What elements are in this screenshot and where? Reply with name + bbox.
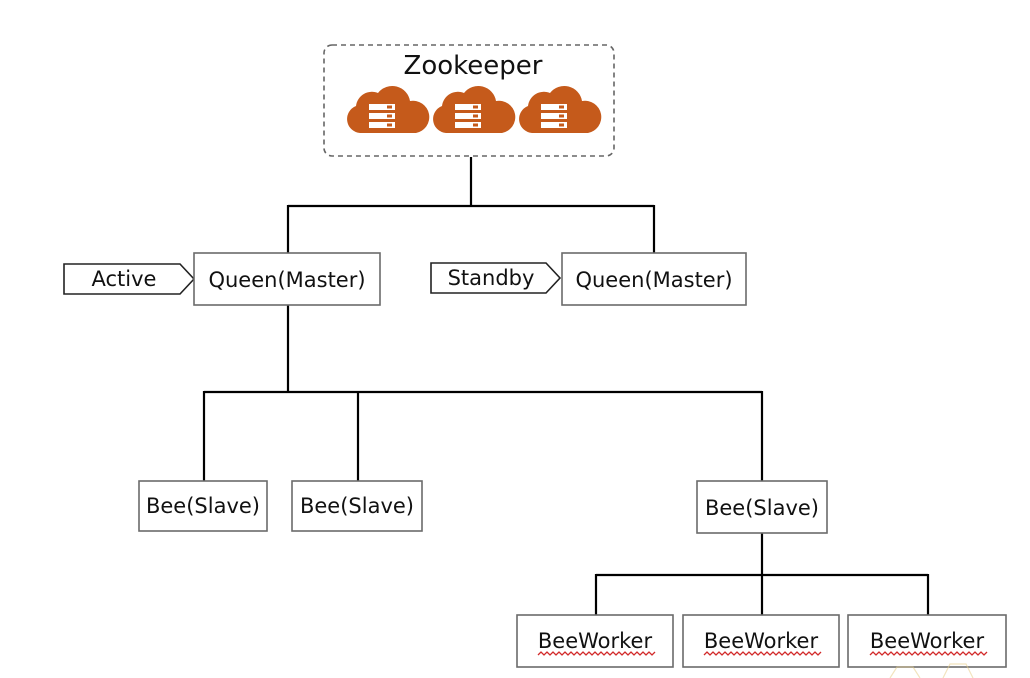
worker-box bbox=[847, 614, 1007, 668]
server-led bbox=[387, 123, 392, 127]
master-box bbox=[193, 252, 381, 306]
server-led bbox=[473, 123, 478, 127]
server-led bbox=[559, 105, 564, 109]
server-led bbox=[387, 114, 392, 118]
server-led bbox=[559, 114, 564, 118]
slave-node: Bee(Slave) bbox=[291, 480, 423, 532]
worker-box bbox=[516, 614, 674, 668]
hexagon-mark bbox=[942, 663, 974, 678]
worker-node: BeeWorker bbox=[682, 614, 840, 668]
server-rack-slot bbox=[369, 113, 395, 119]
connectors bbox=[202, 157, 930, 615]
zookeeper-cluster: Zookeeper bbox=[323, 44, 615, 157]
worker-node: BeeWorker bbox=[847, 614, 1007, 668]
server-rack-slot bbox=[369, 104, 395, 110]
zookeeper-to-masters-wire bbox=[286, 157, 656, 253]
cloud-server-icon bbox=[519, 85, 602, 133]
slave-label: Bee(Slave) bbox=[300, 494, 414, 518]
hexagon-mark bbox=[889, 666, 921, 678]
server-led bbox=[387, 105, 392, 109]
master-node-standby: Queen(Master) bbox=[561, 252, 747, 306]
slave-to-workers-wire bbox=[594, 532, 930, 615]
active-tag-label: Active bbox=[92, 267, 157, 291]
standby-tag-label: Standby bbox=[448, 266, 535, 290]
worker-node: BeeWorker bbox=[516, 614, 674, 668]
slave-label: Bee(Slave) bbox=[705, 496, 819, 520]
server-rack-slot bbox=[541, 104, 567, 110]
server-rack-slot bbox=[455, 104, 481, 110]
status-tag-standby: Standby bbox=[430, 262, 562, 294]
server-rack-slot bbox=[455, 113, 481, 119]
watermark-decoration bbox=[889, 663, 974, 678]
slave-node: Bee(Slave) bbox=[138, 480, 268, 532]
worker-box bbox=[682, 614, 840, 668]
server-led bbox=[473, 105, 478, 109]
slave-node: Bee(Slave) bbox=[696, 480, 828, 534]
master-label: Queen(Master) bbox=[575, 268, 732, 292]
spellcheck-underline bbox=[537, 651, 656, 656]
master-label: Queen(Master) bbox=[208, 268, 365, 292]
worker-label: BeeWorker bbox=[704, 629, 819, 653]
spellcheck-underline bbox=[703, 651, 822, 656]
master-to-slaves-wire bbox=[202, 304, 764, 481]
slave-box bbox=[138, 480, 268, 532]
worker-label: BeeWorker bbox=[538, 629, 653, 653]
active-tag-shape bbox=[63, 263, 196, 295]
worker-label: BeeWorker bbox=[870, 629, 985, 653]
cloud-server-icon bbox=[433, 85, 516, 133]
spellcheck-underline bbox=[869, 651, 988, 656]
zookeeper-title: Zookeeper bbox=[404, 51, 543, 81]
server-rack-slot bbox=[455, 122, 481, 128]
slave-box bbox=[696, 480, 828, 534]
slave-label: Bee(Slave) bbox=[146, 494, 260, 518]
master-box bbox=[561, 252, 747, 306]
cloud-server-icon bbox=[347, 85, 430, 133]
status-tag-active: Active bbox=[63, 263, 196, 295]
server-rack-slot bbox=[541, 113, 567, 119]
master-node-active: Queen(Master) bbox=[193, 252, 381, 306]
slave-box bbox=[291, 480, 423, 532]
zookeeper-servers bbox=[347, 85, 602, 133]
server-led bbox=[559, 123, 564, 127]
server-rack-slot bbox=[369, 122, 395, 128]
standby-tag-shape bbox=[430, 262, 562, 294]
server-rack-slot bbox=[541, 122, 567, 128]
server-led bbox=[473, 114, 478, 118]
